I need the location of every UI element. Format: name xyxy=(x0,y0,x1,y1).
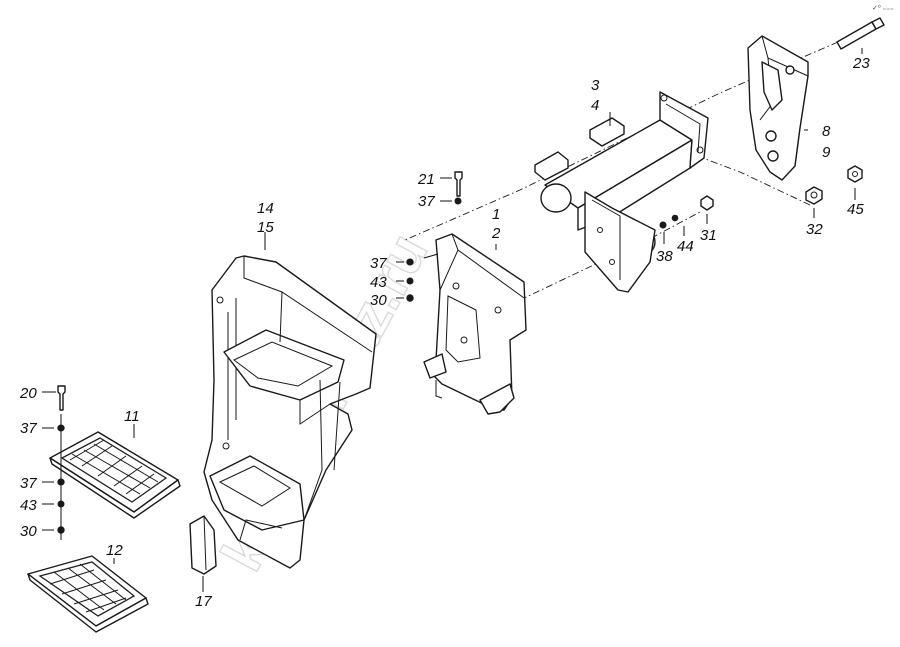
label-17: 17 xyxy=(195,593,212,610)
label-4: 4 xyxy=(591,97,599,114)
cross-beam-part-3-4 xyxy=(534,91,709,293)
label-9: 9 xyxy=(822,144,831,161)
label-32: 32 xyxy=(806,221,823,238)
step-housing-part-14-15 xyxy=(203,255,377,569)
label-3: 3 xyxy=(591,77,600,94)
label-31: 31 xyxy=(700,227,717,244)
label-21: 21 xyxy=(417,171,435,188)
bolt-part-21 xyxy=(454,171,463,197)
bolt-part-23 xyxy=(836,17,885,50)
label-37-top: 37 xyxy=(418,193,435,210)
label-37-left-a: 37 xyxy=(20,420,37,437)
label-11: 11 xyxy=(124,408,140,425)
cover-part-17 xyxy=(189,515,217,575)
part-labels: 23 3 4 8 9 21 37 1 2 14 15 37 43 30 31 4… xyxy=(19,55,870,610)
label-20: 20 xyxy=(19,385,37,402)
label-1: 1 xyxy=(492,206,500,223)
fastener-stack-middle xyxy=(406,258,414,302)
bracket-part-1-2 xyxy=(423,233,527,415)
label-2: 2 xyxy=(491,225,501,242)
label-30-left: 30 xyxy=(20,523,37,540)
washer-part-44 xyxy=(671,214,679,222)
label-45: 45 xyxy=(847,201,864,218)
label-14: 14 xyxy=(257,200,274,217)
leader-lines xyxy=(42,48,863,592)
washer-part-38 xyxy=(659,221,667,229)
label-38: 38 xyxy=(656,248,673,265)
bracket-part-8-9 xyxy=(747,35,809,181)
label-30-middle: 30 xyxy=(370,292,387,309)
label-37-middle: 37 xyxy=(370,255,387,272)
bolt-part-20 xyxy=(57,385,66,411)
label-37-left-b: 37 xyxy=(20,475,37,492)
label-12: 12 xyxy=(106,542,123,559)
label-23: 23 xyxy=(852,55,870,72)
nut-part-31 xyxy=(700,195,714,211)
nut-part-45 xyxy=(847,165,863,183)
step-plate-part-12 xyxy=(27,555,149,633)
label-8: 8 xyxy=(822,123,831,140)
fastener-stack-left xyxy=(57,414,65,540)
label-43-left: 43 xyxy=(20,497,37,514)
washer-part-37-top xyxy=(454,197,462,205)
nut-part-32 xyxy=(805,186,823,205)
label-15: 15 xyxy=(257,219,274,236)
corner-mark: ✓⁰ ₌₌₌ xyxy=(872,4,894,12)
step-plate-part-11 xyxy=(49,431,181,519)
label-44: 44 xyxy=(677,238,694,255)
label-43-middle: 43 xyxy=(370,274,387,291)
